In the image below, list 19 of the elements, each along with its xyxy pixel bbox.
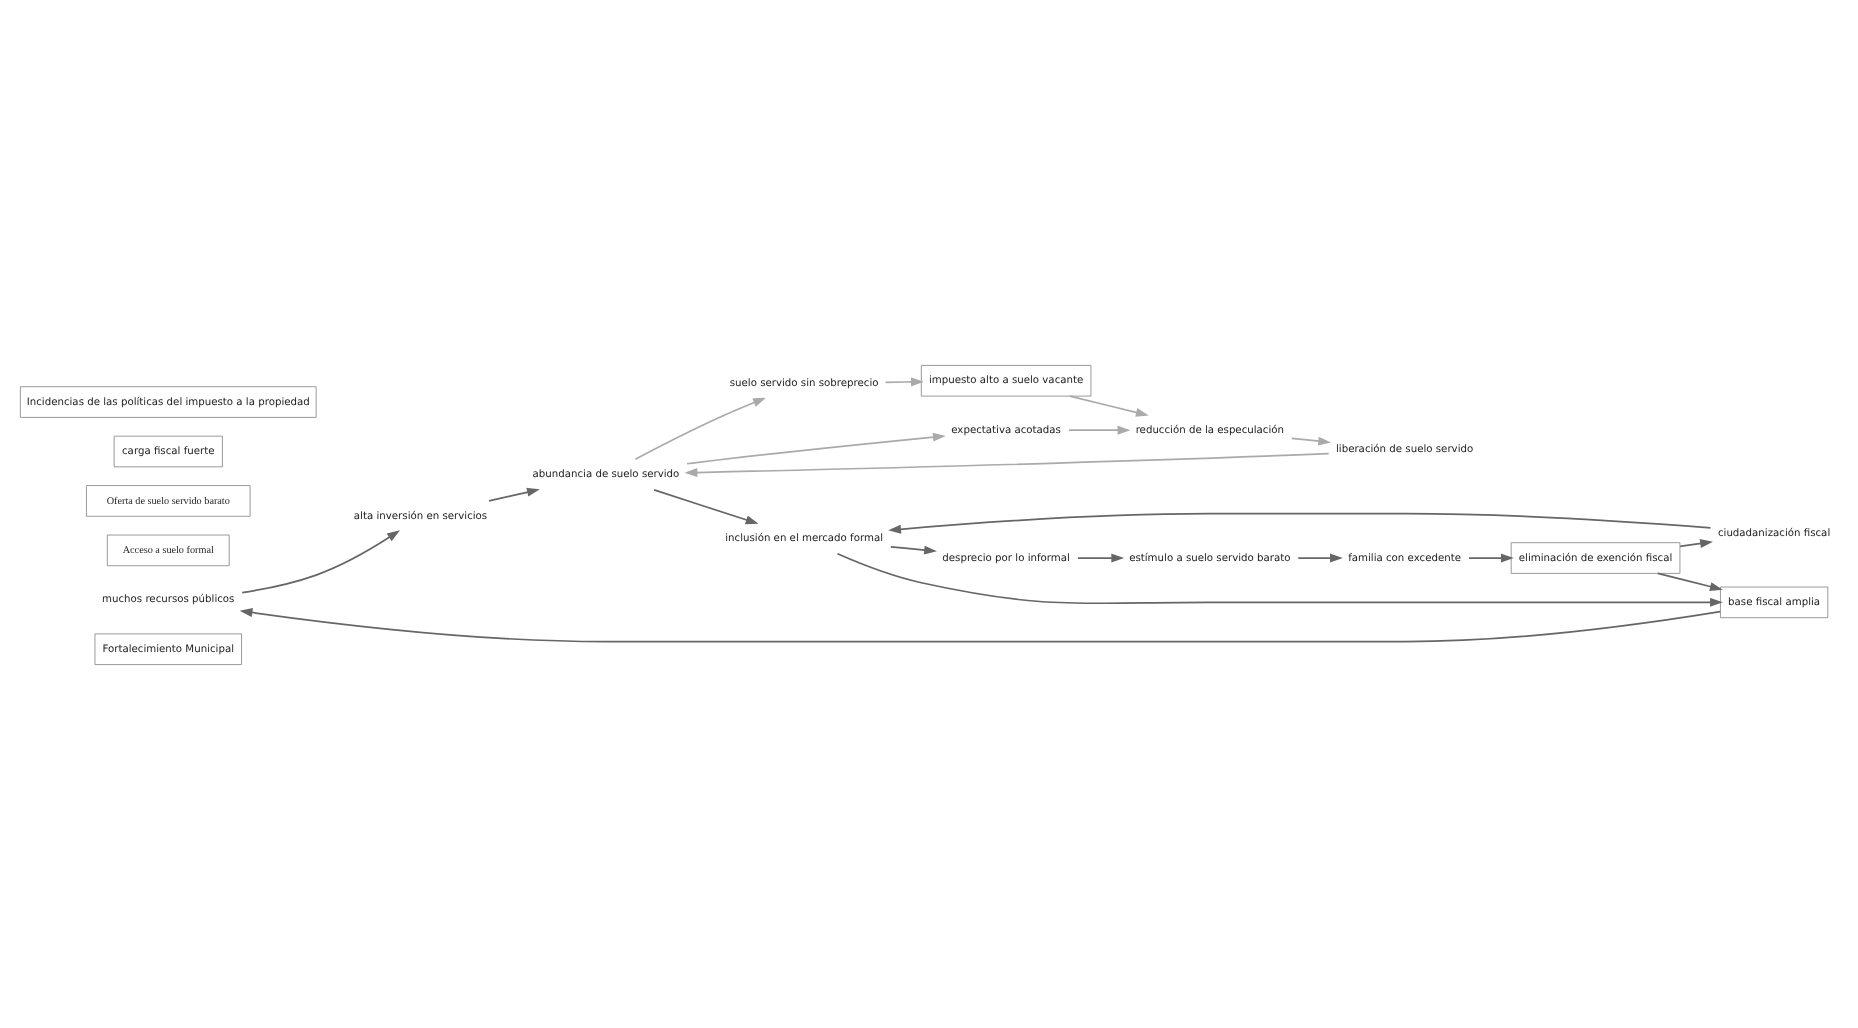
arrow [1290, 435, 1332, 445]
arrow [1468, 552, 1514, 562]
arrow [241, 529, 400, 593]
arrow [653, 488, 759, 524]
arrow [884, 376, 924, 386]
arrow [684, 451, 1330, 476]
arrow [634, 396, 766, 460]
arrow [1068, 424, 1131, 434]
arrow [889, 544, 937, 554]
arrow [1679, 538, 1713, 547]
arrow [686, 431, 946, 464]
arrow [888, 511, 1712, 533]
arrow [1068, 394, 1149, 416]
arrow [1077, 552, 1125, 562]
arrow [239, 607, 1721, 642]
arrow [836, 552, 1723, 606]
arrow [1656, 571, 1723, 590]
arrow [488, 486, 540, 501]
arrow [1297, 552, 1343, 562]
